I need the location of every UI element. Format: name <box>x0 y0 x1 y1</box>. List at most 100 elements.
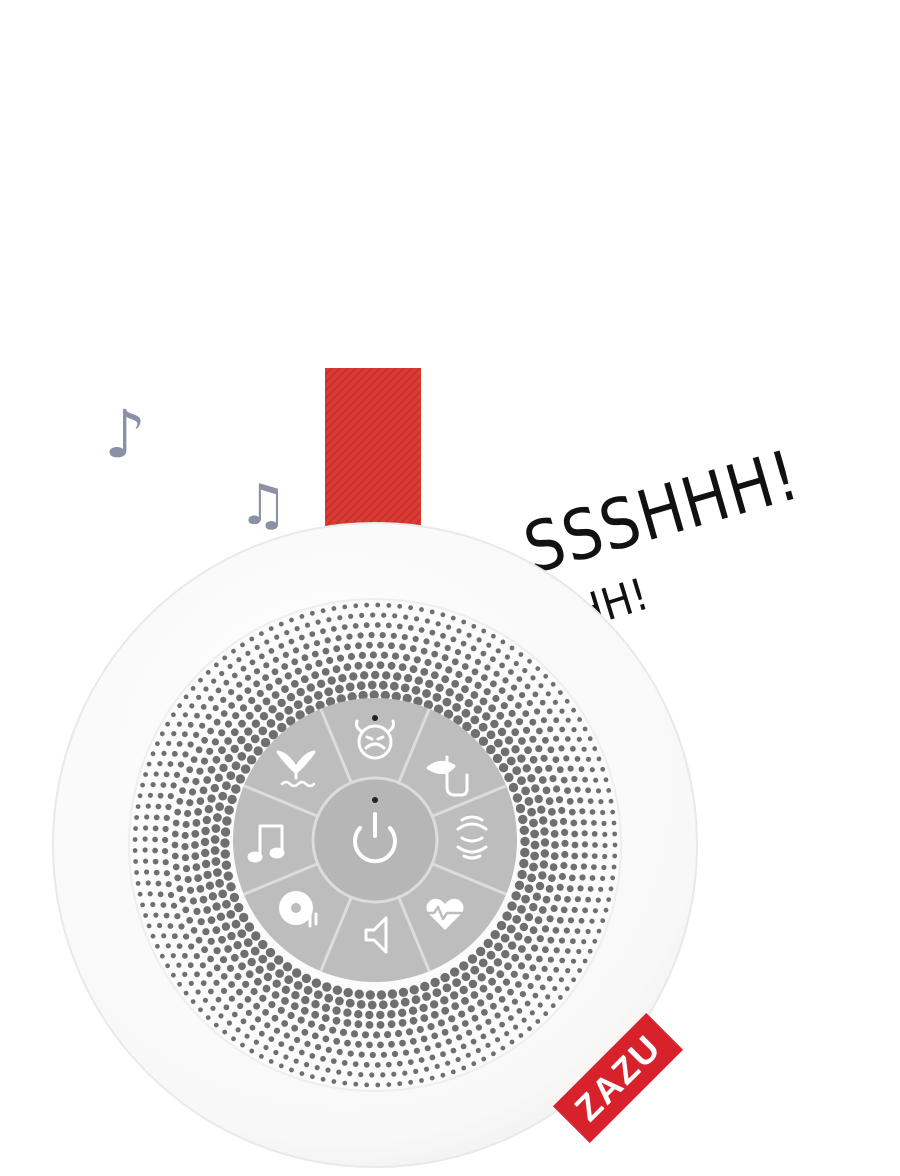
speaker-hole <box>434 641 441 648</box>
speaker-hole <box>540 754 548 762</box>
speaker-hole <box>587 736 593 742</box>
speaker-hole <box>284 705 294 715</box>
speaker-hole <box>474 681 482 690</box>
lullaby-disc-icon[interactable] <box>279 891 318 928</box>
speaker-hole <box>420 981 430 992</box>
speaker-hole <box>343 663 352 671</box>
speaker-hole <box>610 809 616 815</box>
speaker-hole <box>581 852 588 859</box>
crying-baby-icon[interactable] <box>355 719 395 760</box>
pad-divider <box>243 862 319 896</box>
speaker-hole <box>603 777 609 783</box>
music-note-icon[interactable] <box>247 824 285 863</box>
speaker-hole <box>155 741 160 747</box>
speaker-hole <box>481 1009 488 1016</box>
speaker-hole <box>341 624 348 630</box>
speaker-hole <box>281 663 289 670</box>
speaker-hole <box>182 712 188 718</box>
speaker-hole <box>143 858 149 864</box>
white-noise-icon[interactable] <box>456 815 488 860</box>
shush-icon[interactable] <box>426 755 469 797</box>
speaker-hole <box>162 848 169 855</box>
speaker-hole <box>396 623 403 630</box>
speaker-hole <box>571 841 579 849</box>
speaker-hole <box>600 918 606 924</box>
speaker-hole <box>165 881 172 888</box>
speaker-hole <box>203 906 212 914</box>
speaker-hole <box>480 1033 487 1040</box>
speaker-hole <box>490 719 499 729</box>
speaker-hole <box>546 708 553 715</box>
heartbeat-icon[interactable] <box>422 898 464 930</box>
speaker-hole <box>461 663 469 670</box>
speaker-hole <box>176 885 184 893</box>
speaker-hole <box>444 644 451 652</box>
speaker-hole <box>253 680 260 688</box>
speaker-hole <box>190 756 198 763</box>
speaker-hole <box>461 1020 469 1027</box>
speaker-hole <box>153 869 160 876</box>
speaker-hole <box>483 688 491 696</box>
speaker-hole <box>281 985 291 994</box>
speaker-hole <box>192 819 201 827</box>
speaker-hole <box>493 958 503 967</box>
speaker-hole <box>182 731 188 738</box>
speaker-hole <box>387 1020 396 1029</box>
speaker-hole <box>299 1071 305 1076</box>
speaker-hole <box>163 814 170 822</box>
speaker-hole <box>226 882 236 892</box>
speaker-hole <box>284 975 294 985</box>
speaker-hole <box>490 656 496 663</box>
speaker-hole <box>488 704 496 713</box>
speaker-hole <box>434 662 443 670</box>
speaker-hole <box>202 997 208 1003</box>
speaker-hole <box>512 915 522 924</box>
speaker-hole <box>458 1010 466 1018</box>
speaker-hole <box>445 1060 451 1066</box>
speaker-hole <box>466 1029 473 1036</box>
speaker-hole <box>250 987 258 996</box>
speaker-hole <box>244 687 252 694</box>
speaker-hole <box>283 1054 289 1060</box>
speaker-hole <box>591 853 598 859</box>
speaker-hole <box>262 984 271 993</box>
speaker-hole <box>380 690 390 701</box>
speaker-hole <box>606 897 612 902</box>
speaker-hole <box>358 1051 365 1058</box>
speaker-hole <box>371 670 380 680</box>
speaker-hole <box>291 991 300 1000</box>
speaker-hole <box>490 1002 497 1010</box>
speaker-hole <box>547 746 555 754</box>
speaker-hole <box>153 912 159 918</box>
speaker-grille <box>132 602 618 1088</box>
speaker-hole <box>321 1014 330 1022</box>
speaker-hole <box>541 925 550 933</box>
speaker-hole <box>582 907 588 914</box>
speaker-hole <box>441 654 449 662</box>
speaker-hole <box>546 915 554 923</box>
speaker-hole <box>397 1081 403 1087</box>
speaker-hole <box>460 640 467 647</box>
volume-icon[interactable] <box>364 916 388 954</box>
speaker-hole <box>163 771 170 778</box>
speaker-hole <box>534 794 543 804</box>
speaker-hole <box>200 837 210 847</box>
speaker-hole <box>220 987 228 995</box>
speaker-hole <box>600 875 606 882</box>
speaker-hole <box>473 705 482 714</box>
speaker-hole <box>303 643 310 650</box>
power-icon[interactable] <box>353 812 397 864</box>
speaker-hole <box>450 1069 456 1075</box>
speaker-hole <box>429 1000 439 1009</box>
speaker-hole <box>429 629 436 636</box>
speaker-hole <box>532 691 539 698</box>
speaker-hole <box>500 747 510 757</box>
speaker-hole <box>550 852 559 860</box>
speaker-hole <box>221 922 231 931</box>
speaker-hole <box>304 622 311 628</box>
speaker-hole <box>349 672 358 681</box>
whale-icon[interactable] <box>276 750 316 788</box>
speaker-hole <box>332 665 341 674</box>
speaker-hole <box>552 756 560 763</box>
speaker-hole <box>224 805 234 815</box>
